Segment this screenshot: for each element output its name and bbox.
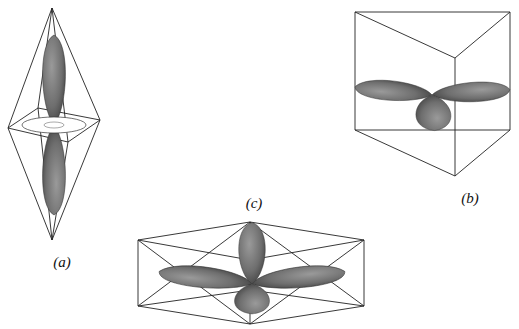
octahedron <box>8 8 100 240</box>
capped-prism <box>138 222 364 324</box>
figure-label: (c) <box>246 196 263 211</box>
capped-orbital <box>152 223 352 314</box>
figure-label: (a) <box>53 255 71 270</box>
dz2-orbital <box>22 35 86 215</box>
figure-label: (b) <box>461 191 479 206</box>
planar-orbital <box>351 77 513 131</box>
